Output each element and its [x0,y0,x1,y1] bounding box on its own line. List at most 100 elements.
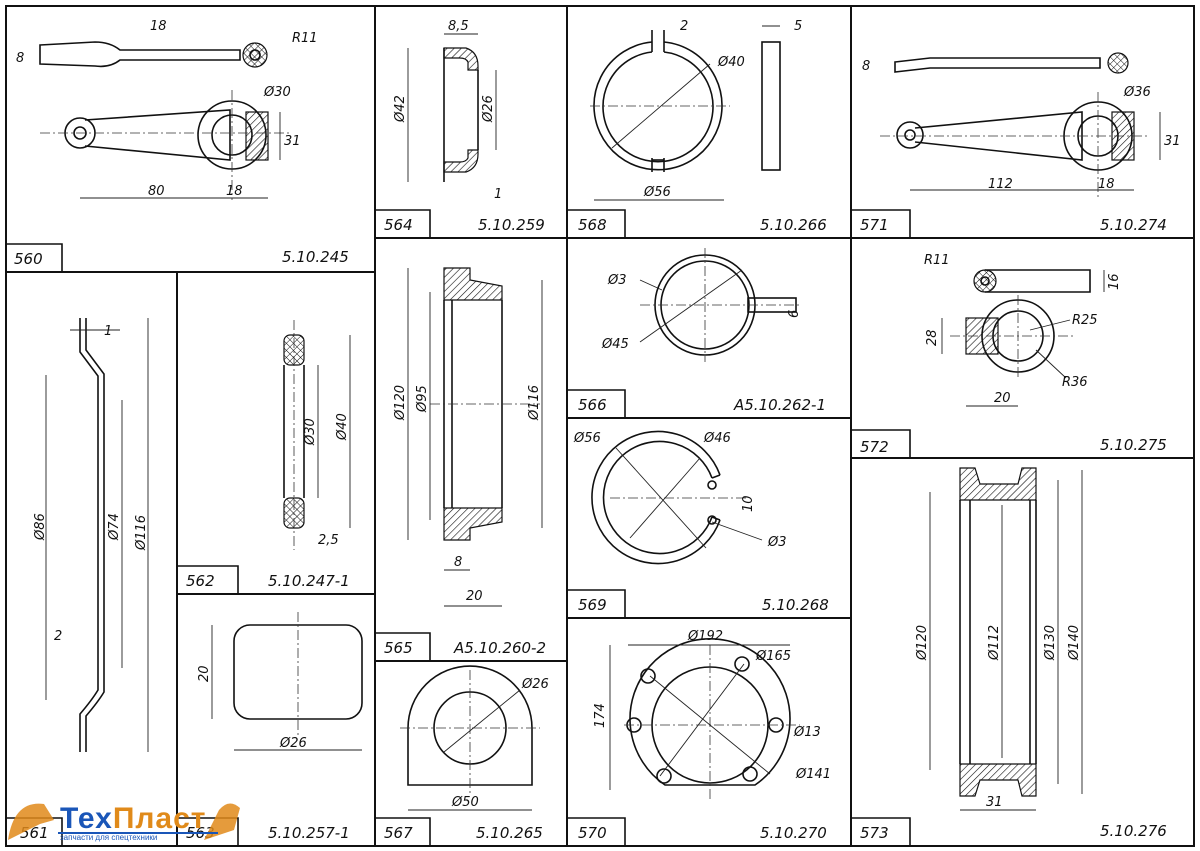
svg-text:Ø120: Ø120 [393,385,408,421]
svg-text:31: 31 [1164,134,1181,149]
svg-text:31: 31 [986,795,1003,810]
part-568-number: 568 [578,216,607,234]
part-566-number: 566 [578,396,607,414]
part-564-dims: 8,5 Ø42 Ø26 1 [393,19,502,202]
part-563-dims: 20 Ø26 [197,665,307,751]
svg-text:R11: R11 [924,253,950,268]
part-567-number: 567 [384,824,413,842]
techplast-logo-image [8,803,240,840]
part-571-drawing [880,52,1161,200]
svg-text:Ø46: Ø46 [703,431,731,446]
part-563-code: 5.10.257-1 [268,824,350,842]
part-562-drawing [283,320,351,550]
svg-text:Ø13: Ø13 [793,725,821,740]
svg-text:28: 28 [925,329,940,346]
part-569-drawing [591,430,763,565]
part-562-dims: Ø30 Ø40 2,5 [303,413,350,548]
svg-text:R25: R25 [1072,313,1098,328]
part-573-dims: Ø120 Ø112 Ø130 Ø140 31 [915,625,1082,810]
part-562-code: 5.10.247-1 [268,572,350,590]
part-568-dims: 2 5 Ø40 Ø56 [643,19,802,200]
part-570-dims: Ø192 Ø165 174 Ø13 Ø141 [593,629,831,782]
svg-text:10: 10 [741,495,756,512]
svg-text:Ø56: Ø56 [643,185,671,200]
grid-frame [5,5,1195,847]
svg-text:Ø192: Ø192 [687,629,723,644]
svg-text:112: 112 [988,177,1013,192]
part-564-drawing [407,33,497,182]
svg-text:Ø3: Ø3 [607,273,627,288]
logo-name-b: Пласт [112,802,207,835]
part-570-drawing [609,638,800,800]
svg-text:Ø26: Ø26 [279,736,307,751]
svg-text:2,5: 2,5 [318,533,339,548]
svg-text:8,5: 8,5 [448,19,469,34]
part-569-dims: Ø56 Ø46 10 Ø3 [573,431,787,550]
part-565-number: 565 [384,639,413,657]
part-560-drawing [39,41,290,200]
svg-text:Ø116: Ø116 [527,385,542,421]
part-569-number: 569 [578,596,607,614]
part-566-dims: Ø3 Ø45 6 [601,273,802,352]
svg-text:Ø56: Ø56 [573,431,601,446]
svg-text:18: 18 [1098,177,1115,192]
svg-text:Ø112: Ø112 [987,625,1002,661]
svg-text:Ø40: Ø40 [335,413,350,441]
svg-text:Ø50: Ø50 [451,795,479,810]
svg-text:Ø26: Ø26 [521,677,549,692]
svg-text:20: 20 [197,665,212,682]
svg-text:16: 16 [1107,273,1122,290]
svg-text:R11: R11 [292,31,318,46]
part-565-code: А5.10.260-2 [453,639,546,657]
part-560-dims: 8 18 R11 Ø30 31 80 18 [16,19,318,199]
part-562-number: 562 [186,572,215,590]
svg-text:80: 80 [148,184,165,199]
part-566-drawing [639,248,800,362]
svg-text:Ø95: Ø95 [415,385,430,413]
svg-text:8: 8 [862,59,870,74]
part-568-drawing [590,25,781,201]
part-563-drawing [211,612,363,751]
part-570-code: 5.10.270 [760,824,827,842]
part-567-drawing [400,665,540,811]
part-572-number: 572 [860,438,889,456]
part-565-drawing [407,267,543,607]
svg-text:1: 1 [494,187,502,202]
part-572-code: 5.10.275 [1100,436,1167,454]
part-570-number: 570 [578,824,607,842]
svg-text:Ø45: Ø45 [601,337,629,352]
part-565-dims: Ø120 Ø95 Ø116 8 20 [393,385,542,604]
svg-text:Ø116: Ø116 [134,515,149,551]
part-560-code: 5.10.245 [282,248,349,266]
svg-text:Ø120: Ø120 [915,625,930,661]
logo-name-a: Тех [60,802,113,835]
part-572-dims: R11 16 R25 28 R36 20 [924,253,1122,406]
svg-text:Ø3: Ø3 [767,535,787,550]
svg-text:18: 18 [226,184,243,199]
svg-text:Ø26: Ø26 [481,95,496,123]
svg-text:R36: R36 [1062,375,1088,390]
svg-text:Ø42: Ø42 [393,95,408,123]
svg-text:1: 1 [104,324,112,339]
part-564-number: 564 [384,216,413,234]
svg-text:18: 18 [150,19,167,34]
svg-text:Ø165: Ø165 [755,649,791,664]
svg-text:2: 2 [680,19,688,34]
part-573-code: 5.10.276 [1100,822,1167,840]
part-568-code: 5.10.266 [760,216,827,234]
part-564-code: 5.10.259 [478,216,545,234]
part-573-drawing [929,467,1083,811]
svg-text:2: 2 [54,629,62,644]
svg-text:Ø141: Ø141 [795,767,831,782]
part-567-dims: Ø26 Ø50 [451,677,549,810]
svg-text:174: 174 [593,703,608,728]
svg-text:Ø140: Ø140 [1067,625,1082,661]
part-566-code: А5.10.262-1 [733,396,826,414]
svg-text:20: 20 [994,391,1011,406]
svg-text:Ø30: Ø30 [303,418,318,446]
part-569-code: 5.10.268 [762,596,829,614]
svg-text:20: 20 [466,589,483,604]
part-561-drawing [45,318,149,752]
part-561-dims: 1 Ø86 Ø74 Ø116 2 [33,324,149,644]
svg-text:5: 5 [794,19,802,34]
